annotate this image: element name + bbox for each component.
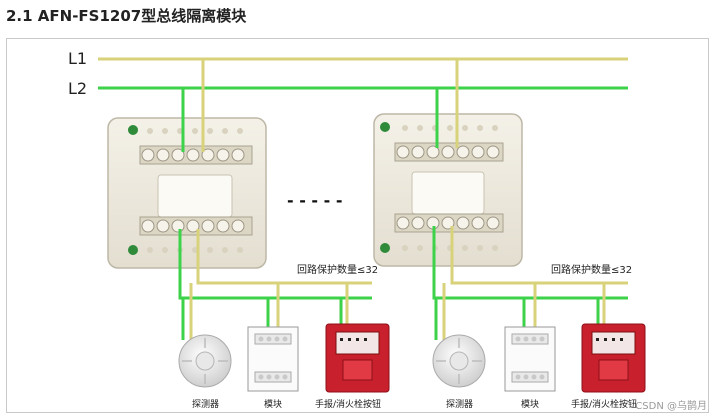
device-label-right-1: 探测器 [446, 398, 473, 410]
watermark: CSDN @乌鹊月 [635, 401, 707, 412]
device-label-right-3: 手报/消火栓按钮 [571, 398, 637, 410]
bus-label-l2: L2 [68, 79, 87, 98]
module-right [504, 326, 556, 392]
protect-note-right: 回路保护数量≤32 [551, 263, 632, 276]
isolator-module-left [107, 117, 267, 269]
manual-button-left [325, 323, 390, 393]
manual-button-right [581, 323, 646, 393]
module-left [247, 326, 299, 392]
device-label-right-2: 模块 [521, 398, 539, 410]
diagram-frame [6, 38, 709, 413]
page-title: 2.1 AFN-FS1207型总线隔离模块 [6, 7, 247, 25]
protect-note-left: 回路保护数量≤32 [297, 263, 378, 276]
repeat-ellipsis: - - - - - [287, 191, 342, 210]
device-label-left-1: 探测器 [192, 398, 219, 410]
detector-left [178, 334, 232, 388]
device-label-left-3: 手报/消火栓按钮 [315, 398, 381, 410]
bus-label-l1: L1 [68, 49, 87, 68]
isolator-module-right [373, 113, 523, 267]
device-label-left-2: 模块 [264, 398, 282, 410]
detector-right [432, 334, 486, 388]
